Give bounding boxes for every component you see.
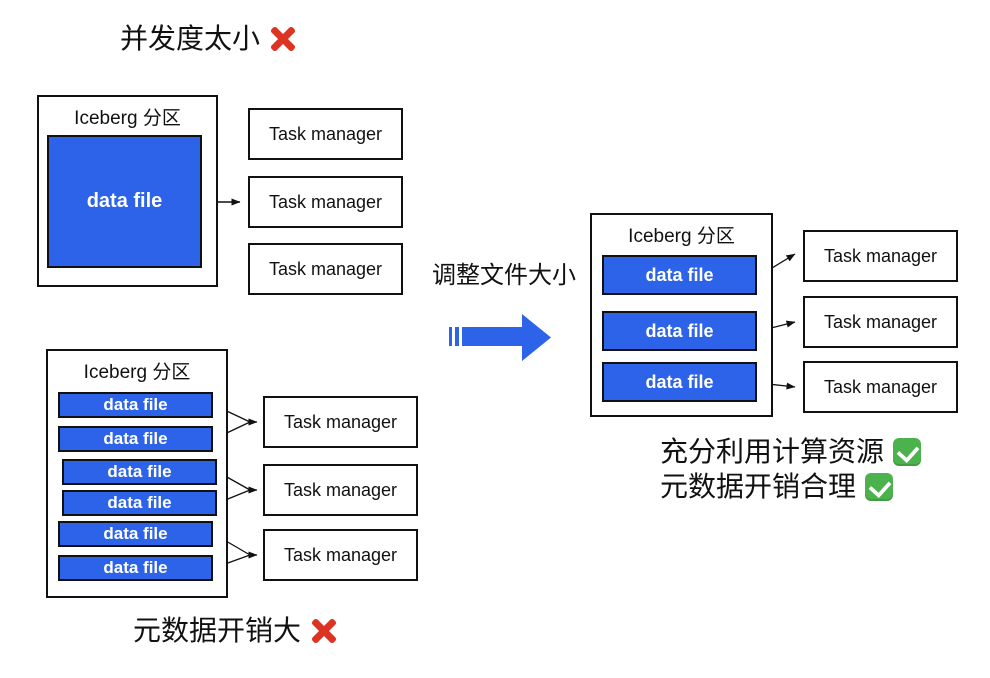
- caption-benefit-compute: 充分利用计算资源: [660, 435, 922, 469]
- data-file-medium: data file: [602, 311, 757, 351]
- caption-transition-text: 调整文件大小: [432, 262, 576, 289]
- check-mark-icon: [893, 437, 922, 466]
- data-file-small: data file: [62, 459, 217, 485]
- data-file-large: data file: [47, 135, 202, 268]
- data-file-small: data file: [58, 392, 213, 418]
- task-manager-box: Task manager: [803, 361, 958, 413]
- transition-arrow: [449, 314, 551, 361]
- cross-mark-icon: [310, 617, 338, 645]
- task-manager-box: Task manager: [248, 176, 403, 228]
- data-file-small: data file: [58, 521, 213, 547]
- caption-benefit-metadata: 元数据开销合理: [660, 470, 894, 504]
- iceberg-partition-title: Iceberg 分区: [628, 226, 735, 247]
- caption-transition: 调整文件大小: [432, 262, 576, 291]
- iceberg-partition-title: Iceberg 分区: [83, 362, 191, 383]
- data-file-medium: data file: [602, 362, 757, 402]
- caption-low-concurrency: 并发度太小: [120, 22, 297, 56]
- caption-metadata-overhead-text: 元数据开销大: [133, 615, 302, 646]
- iceberg-partition-box-balanced: Iceberg 分区 data file data file data file: [590, 213, 773, 417]
- cross-mark-icon: [269, 25, 297, 53]
- task-manager-box: Task manager: [803, 296, 958, 348]
- data-file-small: data file: [62, 490, 217, 516]
- task-manager-box: Task manager: [263, 529, 418, 581]
- iceberg-partition-box-single: Iceberg 分区 data file: [37, 95, 218, 287]
- task-manager-box: Task manager: [263, 396, 418, 448]
- data-file-small: data file: [58, 555, 213, 581]
- data-file-small: data file: [58, 426, 213, 452]
- task-manager-box: Task manager: [803, 230, 958, 282]
- caption-metadata-overhead: 元数据开销大: [133, 614, 338, 648]
- task-manager-box: Task manager: [248, 243, 403, 295]
- task-manager-box: Task manager: [248, 108, 403, 160]
- iceberg-partition-box-small-files: Iceberg 分区 data file data file data file…: [46, 349, 228, 598]
- check-mark-icon: [865, 472, 894, 501]
- caption-low-concurrency-text: 并发度太小: [120, 23, 261, 54]
- task-manager-box: Task manager: [263, 464, 418, 516]
- caption-benefit-metadata-text: 元数据开销合理: [660, 471, 857, 502]
- iceberg-partition-title: Iceberg 分区: [74, 108, 181, 129]
- caption-benefit-compute-text: 充分利用计算资源: [660, 436, 885, 467]
- data-file-medium: data file: [602, 255, 757, 295]
